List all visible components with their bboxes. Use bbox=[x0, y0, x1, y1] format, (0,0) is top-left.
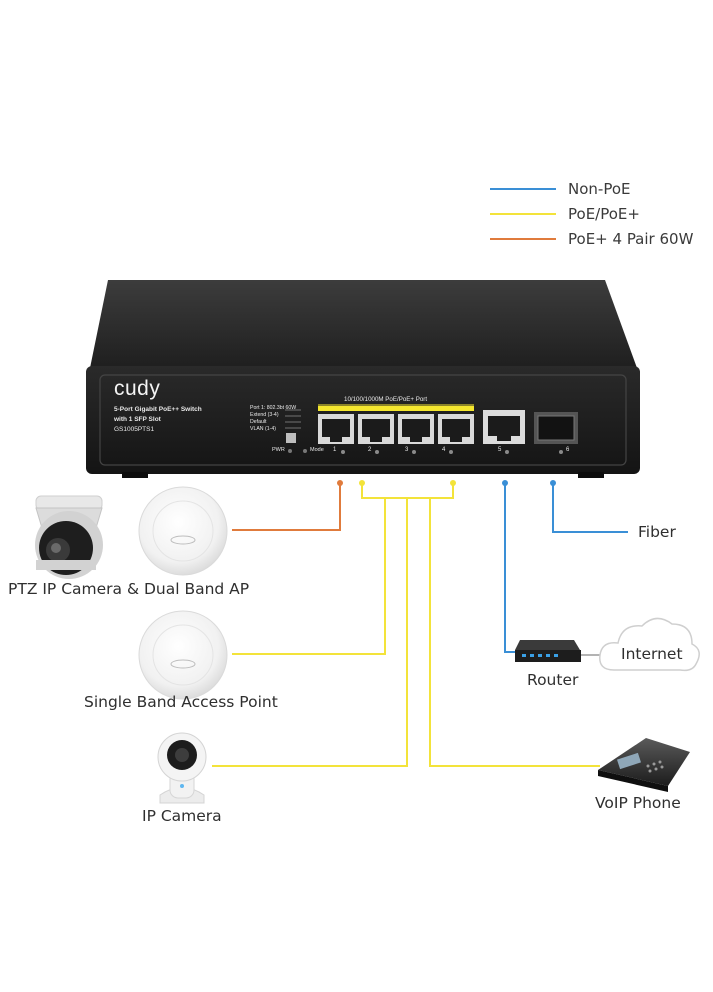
sfp-port-6 bbox=[534, 412, 578, 444]
brand-logo: cudy bbox=[114, 377, 161, 400]
poe-switch bbox=[86, 280, 640, 478]
port-1 bbox=[318, 414, 354, 444]
single-band-ap-label: Single Band Access Point bbox=[84, 693, 278, 711]
port-number-3: 3 bbox=[405, 447, 409, 453]
internet-label: Internet bbox=[621, 645, 683, 663]
port-number-2: 2 bbox=[368, 447, 372, 453]
port-4 bbox=[438, 414, 474, 444]
pwr-label: PWR bbox=[272, 447, 285, 453]
line-poe-voip bbox=[429, 498, 600, 767]
switch-model-line2: with 1 SFP Slot bbox=[114, 416, 161, 423]
voip-phone-label: VoIP Phone bbox=[595, 794, 681, 812]
legend-label-poe-60w: PoE+ 4 Pair 60W bbox=[568, 230, 694, 248]
mode-option-4: VLAN (1-4) bbox=[250, 426, 276, 432]
port-number-6: 6 bbox=[566, 447, 570, 453]
port-3 bbox=[398, 414, 434, 444]
line-poe-single-ap bbox=[232, 498, 386, 655]
fiber-label: Fiber bbox=[638, 523, 676, 541]
connection-lines bbox=[212, 483, 628, 767]
port-5 bbox=[483, 410, 525, 444]
line-poe-ip-camera bbox=[212, 498, 408, 767]
switch-model-code: GS1005PTS1 bbox=[114, 426, 155, 433]
dual-band-ap-image bbox=[138, 486, 228, 576]
line-sfp-fiber bbox=[552, 483, 628, 533]
port-leds bbox=[341, 450, 563, 454]
pwr-led bbox=[288, 449, 292, 453]
ip-camera-image bbox=[157, 732, 207, 804]
mode-label: Mode bbox=[310, 447, 324, 453]
line-port1-ptz bbox=[232, 483, 341, 531]
port-number-4: 4 bbox=[442, 447, 446, 453]
port-group-label: 10/100/1000M PoE/PoE+ Port bbox=[344, 396, 428, 403]
line-poe-bracket bbox=[361, 483, 454, 499]
mode-dip-switch bbox=[286, 433, 296, 443]
line-endpoints bbox=[337, 480, 556, 486]
mode-option-3: Default bbox=[250, 419, 267, 425]
legend-label-poe: PoE/PoE+ bbox=[568, 205, 640, 223]
router-label: Router bbox=[527, 671, 579, 689]
mode-option-2: Extend (3-4) bbox=[250, 412, 279, 418]
poe-port-bar bbox=[318, 406, 474, 411]
line-port5-router bbox=[504, 483, 517, 653]
voip-phone-image bbox=[598, 738, 690, 792]
port-2 bbox=[358, 414, 394, 444]
switch-model-line1: 5-Port Gigabit PoE++ Switch bbox=[114, 406, 202, 413]
single-band-ap-image bbox=[138, 610, 228, 700]
mode-option-1: Port 1: 802.3bt 60W bbox=[250, 405, 297, 411]
port-number-5: 5 bbox=[498, 447, 502, 453]
ip-camera-label: IP Camera bbox=[142, 807, 222, 825]
switch-top bbox=[90, 280, 637, 368]
router-image bbox=[515, 640, 581, 662]
port-number-1: 1 bbox=[333, 447, 337, 453]
ptz-camera-ap-label: PTZ IP Camera & Dual Band AP bbox=[8, 580, 250, 598]
legend-label-non-poe: Non-PoE bbox=[568, 180, 631, 198]
legend bbox=[490, 188, 556, 240]
cloud-icon bbox=[599, 617, 700, 672]
mode-led bbox=[303, 449, 307, 453]
ptz-camera-image bbox=[35, 495, 103, 579]
